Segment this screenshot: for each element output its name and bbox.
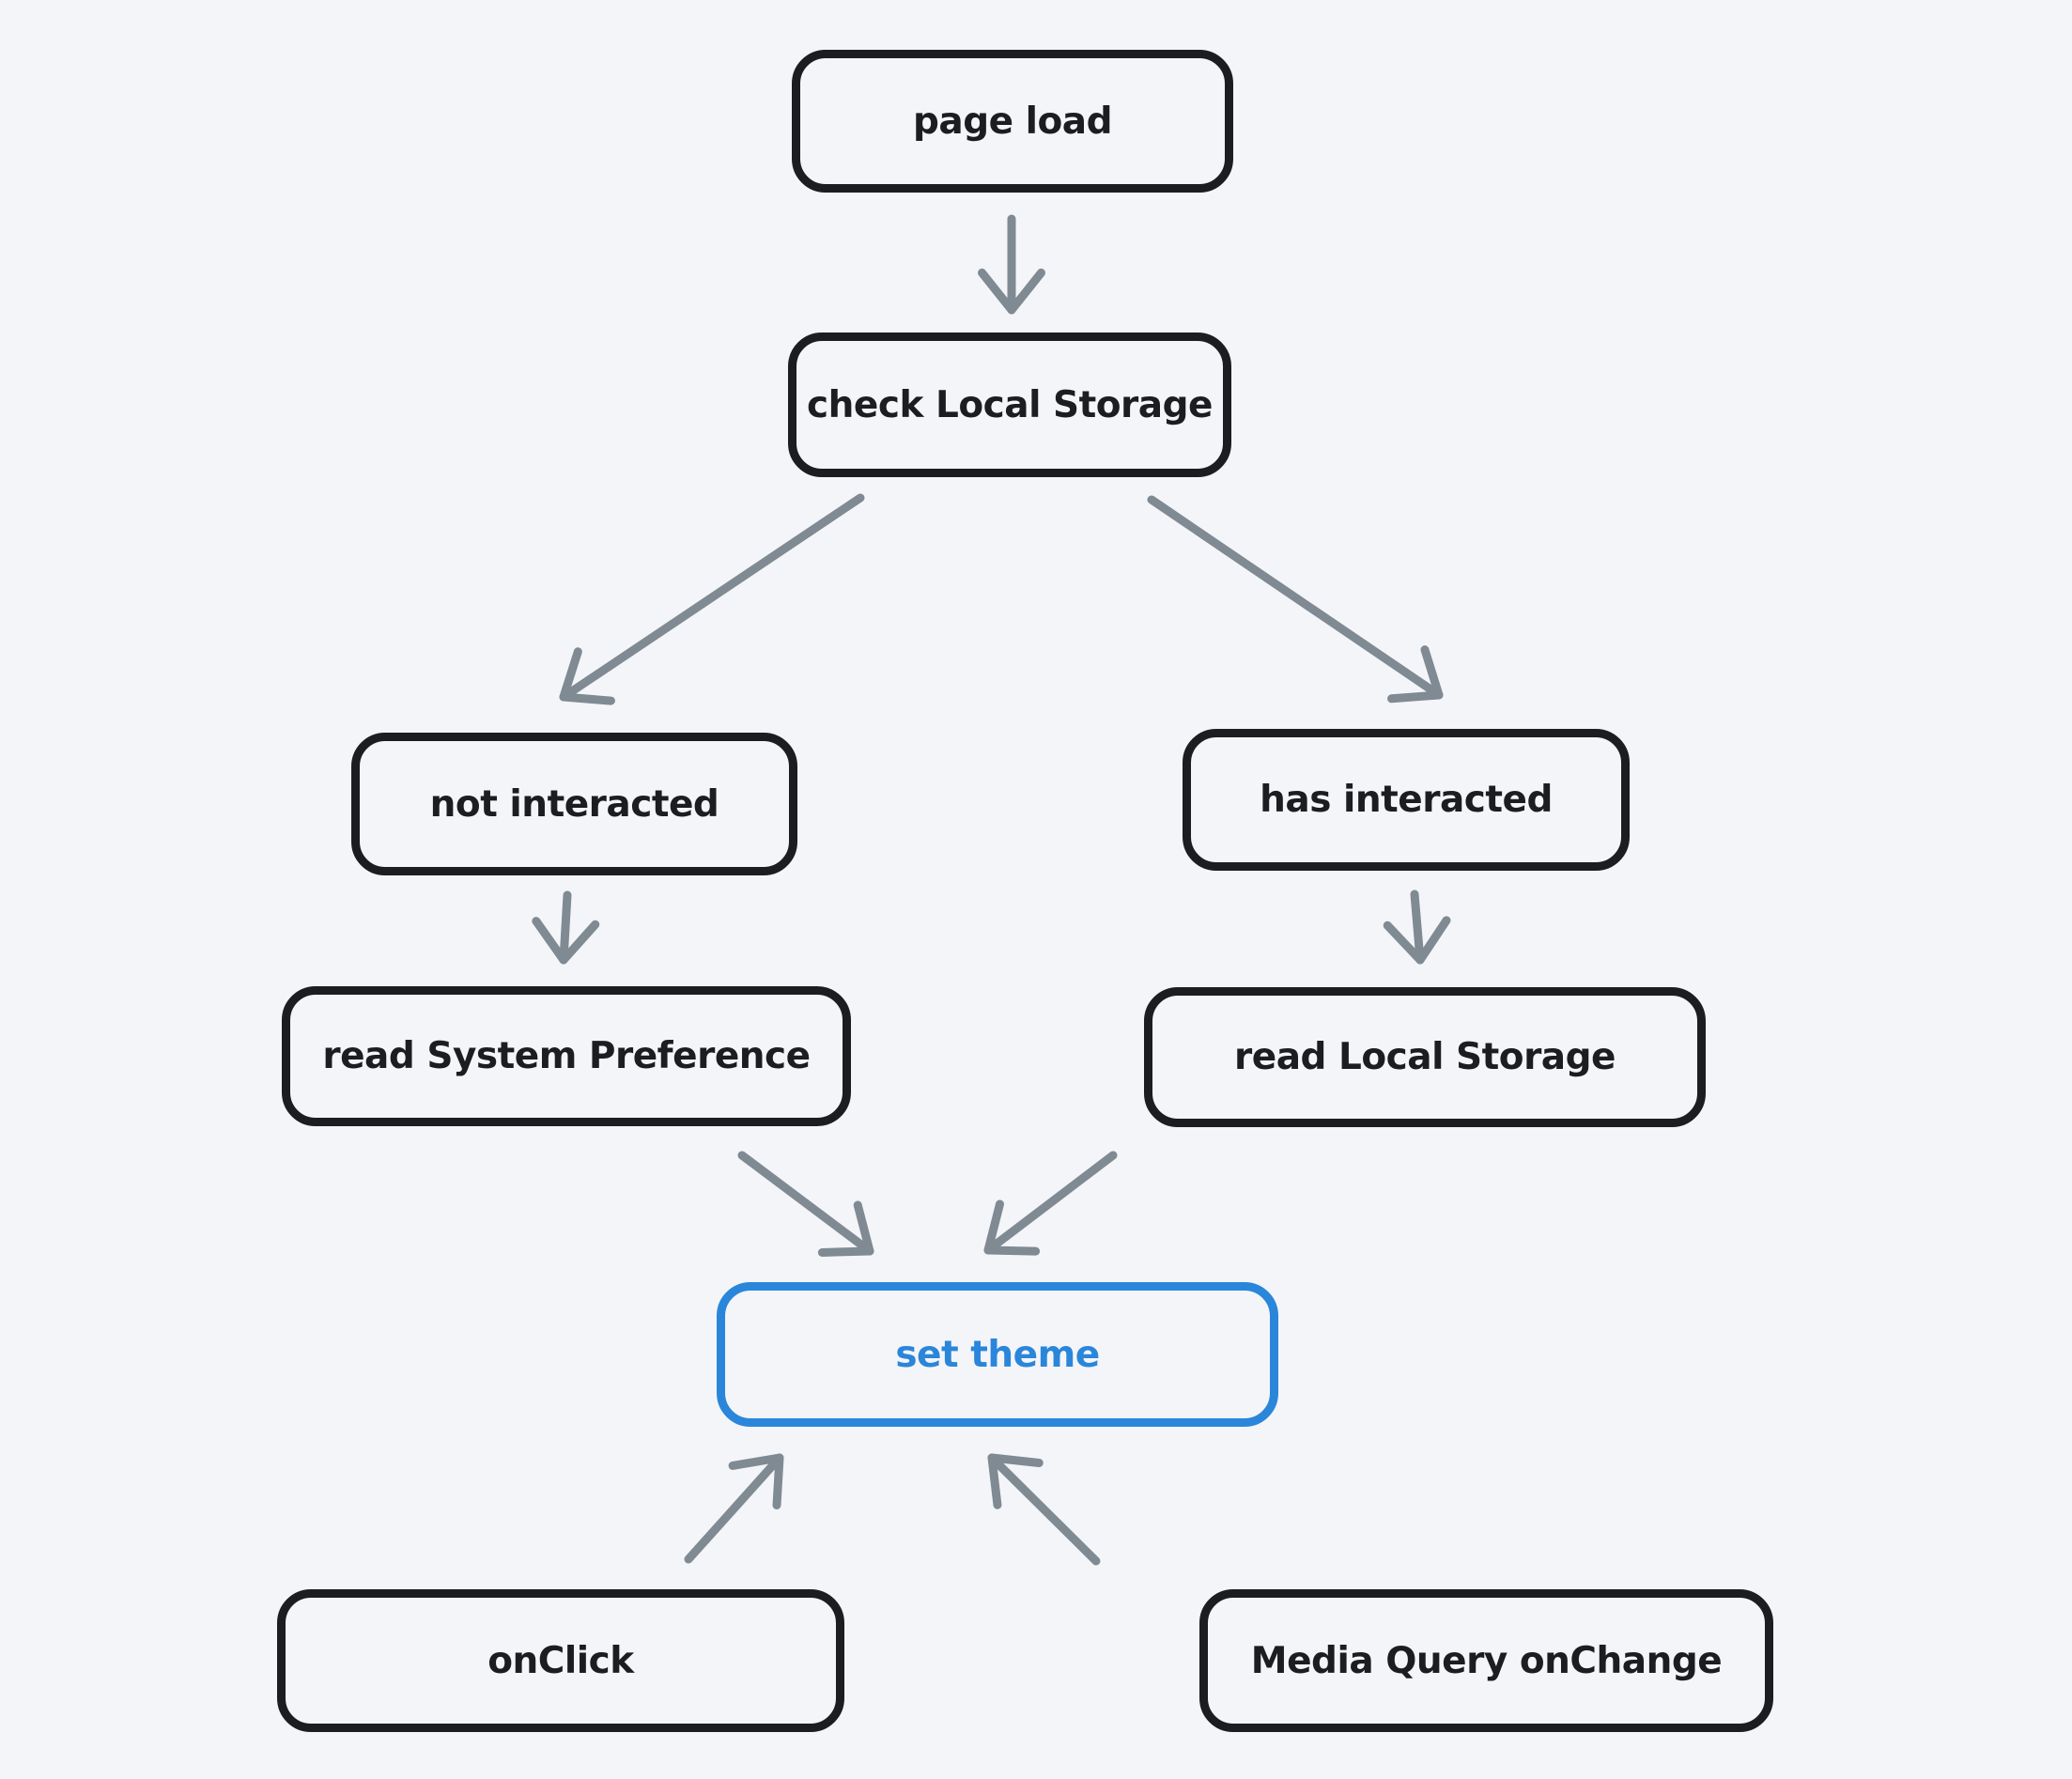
node-has-interacted-label: has interacted bbox=[1260, 779, 1553, 821]
arrow-check-local-storage-to-has-interacted bbox=[1147, 495, 1444, 704]
node-not-interacted: not interacted bbox=[351, 733, 797, 875]
node-check-local-storage-label: check Local Storage bbox=[807, 383, 1213, 426]
node-has-interacted: has interacted bbox=[1183, 729, 1630, 871]
node-check-local-storage: check Local Storage bbox=[788, 333, 1231, 477]
node-read-system-preference-label: read System Preference bbox=[322, 1035, 811, 1077]
node-onclick: onClick bbox=[277, 1589, 844, 1732]
arrow-read-system-preference-to-set-theme bbox=[737, 1151, 874, 1257]
node-read-local-storage: read Local Storage bbox=[1144, 987, 1706, 1127]
arrow-has-interacted-to-read-local-storage bbox=[1383, 890, 1451, 965]
arrow-not-interacted-to-read-system-preference bbox=[532, 890, 600, 965]
node-read-local-storage-label: read Local Storage bbox=[1234, 1036, 1616, 1078]
node-onclick-label: onClick bbox=[487, 1639, 634, 1682]
arrow-onclick-to-set-theme bbox=[684, 1453, 784, 1564]
node-page-load-label: page load bbox=[912, 100, 1113, 143]
node-media-query-onchange-label: Media Query onChange bbox=[1250, 1639, 1723, 1682]
node-page-load: page load bbox=[792, 50, 1233, 193]
arrow-read-local-storage-to-set-theme bbox=[983, 1151, 1118, 1256]
arrow-media-query-onchange-to-set-theme bbox=[987, 1453, 1101, 1566]
node-set-theme: set theme bbox=[717, 1282, 1278, 1427]
node-set-theme-label: set theme bbox=[895, 1333, 1100, 1376]
node-read-system-preference: read System Preference bbox=[282, 986, 851, 1126]
node-not-interacted-label: not interacted bbox=[429, 782, 719, 826]
node-media-query-onchange: Media Query onChange bbox=[1199, 1589, 1773, 1732]
arrow-check-local-storage-to-not-interacted bbox=[559, 493, 865, 705]
